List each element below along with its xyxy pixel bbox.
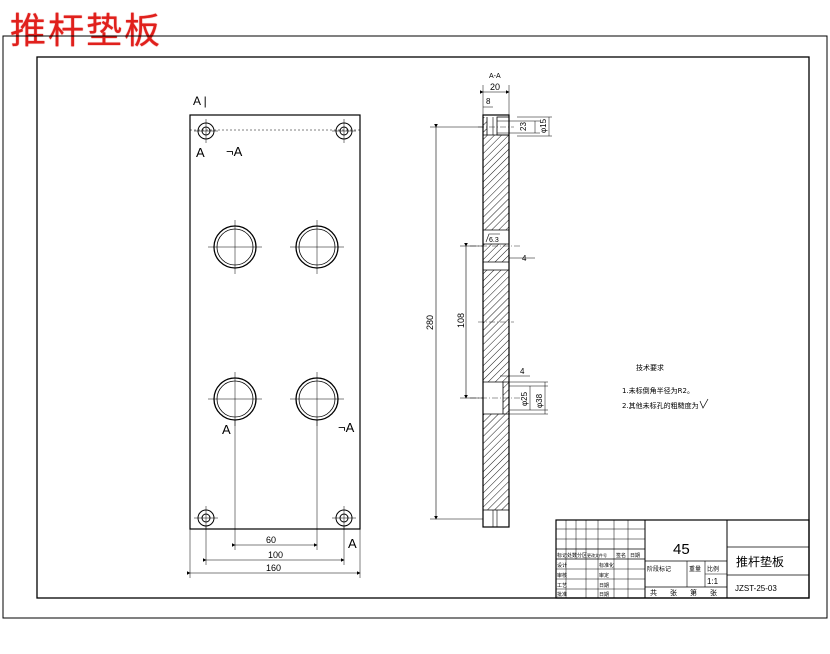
dim-20: 20 bbox=[490, 82, 500, 92]
section-mark-bottom: A bbox=[348, 536, 357, 551]
stage-label-1: 阶段标记 bbox=[647, 565, 671, 573]
section-mark-left: A bbox=[196, 145, 205, 160]
row-label-3: 工艺 bbox=[557, 583, 567, 589]
head-cell-5: 签名 bbox=[616, 552, 626, 559]
section-outline bbox=[482, 114, 510, 528]
corner-hole-tl bbox=[194, 119, 218, 143]
notes-title: 技术要求 bbox=[636, 363, 664, 372]
dim-280: 280 bbox=[425, 315, 435, 330]
sheet-label-2: 张 bbox=[670, 588, 677, 597]
plate-outline bbox=[189, 114, 361, 530]
dim-phi38: φ38 bbox=[535, 393, 544, 408]
notes-line-2: 2.其他未标孔的粗糙度为 bbox=[622, 401, 699, 410]
dim-60: 60 bbox=[266, 535, 276, 545]
dim-phi15: φ15 bbox=[539, 118, 548, 133]
front-view: A | A ¬A A ¬A A 60 100 160 bbox=[187, 94, 361, 578]
dim-4a: 4 bbox=[522, 254, 527, 263]
head-cell-2: 处数 bbox=[567, 552, 577, 559]
dim-phi25: φ25 bbox=[520, 391, 529, 406]
sheet-label-3: 第 bbox=[690, 588, 697, 597]
dim-8: 8 bbox=[486, 97, 491, 106]
row-label-1: 设计 bbox=[557, 562, 567, 569]
section-mark-bottom-right: ¬A bbox=[338, 420, 355, 435]
stage-label-2: 重量 bbox=[689, 565, 701, 573]
corner-hole-tr bbox=[332, 119, 356, 143]
head-cell-6: 日期 bbox=[630, 553, 640, 559]
large-hole-4 bbox=[290, 372, 344, 426]
dim-4b: 4 bbox=[520, 367, 525, 376]
surface-mark: 6.3 bbox=[489, 237, 499, 244]
large-hole-2 bbox=[290, 220, 344, 274]
row-cell-2: 审定 bbox=[599, 572, 609, 579]
outer-border bbox=[2, 35, 828, 619]
dim-108: 108 bbox=[456, 313, 466, 328]
drawing-number: JZST-25-03 bbox=[735, 584, 777, 593]
title-block: 45 推杆垫板 JZST-25-03 1:1 标记 处数 分区 更改文件号 签名… bbox=[555, 519, 810, 599]
dim-23: 23 bbox=[519, 122, 528, 131]
dim-100: 100 bbox=[268, 550, 283, 560]
large-hole-3 bbox=[208, 372, 262, 426]
section-mark-bottom-left: A bbox=[222, 422, 231, 437]
section-title: A-A bbox=[489, 73, 501, 80]
large-hole-1 bbox=[208, 220, 262, 274]
row-cell-1: 标准化 bbox=[599, 562, 614, 569]
row-label-2: 审核 bbox=[557, 572, 567, 579]
head-cell-4: 更改文件号 bbox=[587, 552, 607, 558]
head-cell-3: 分区 bbox=[577, 552, 587, 559]
dim-160: 160 bbox=[266, 563, 281, 573]
technical-notes: 技术要求 1.未标倒角半径为R2。 2.其他未标孔的粗糙度为 bbox=[622, 363, 709, 410]
head-cell-1: 标记 bbox=[557, 552, 567, 559]
section-mark-right: ¬A bbox=[226, 144, 243, 159]
part-name: 推杆垫板 bbox=[736, 554, 784, 569]
page-heading: 推杆垫板 bbox=[10, 11, 163, 52]
notes-line-1: 1.未标倒角半径为R2。 bbox=[622, 386, 694, 395]
material: 45 bbox=[673, 541, 690, 558]
scale-value: 1:1 bbox=[707, 577, 719, 586]
section-mark-top: A | bbox=[193, 94, 207, 108]
row-label-4: 批准 bbox=[557, 591, 567, 598]
inner-border bbox=[36, 56, 810, 599]
row-cell-4: 日期 bbox=[599, 592, 609, 598]
section-view: A-A 23 φ15 bbox=[425, 73, 552, 528]
stage-label-3: 比例 bbox=[707, 565, 719, 573]
sheet-label-4: 张 bbox=[710, 588, 717, 597]
row-cell-3: 日期 bbox=[599, 583, 609, 589]
sheet-label-1: 共 bbox=[650, 588, 657, 597]
